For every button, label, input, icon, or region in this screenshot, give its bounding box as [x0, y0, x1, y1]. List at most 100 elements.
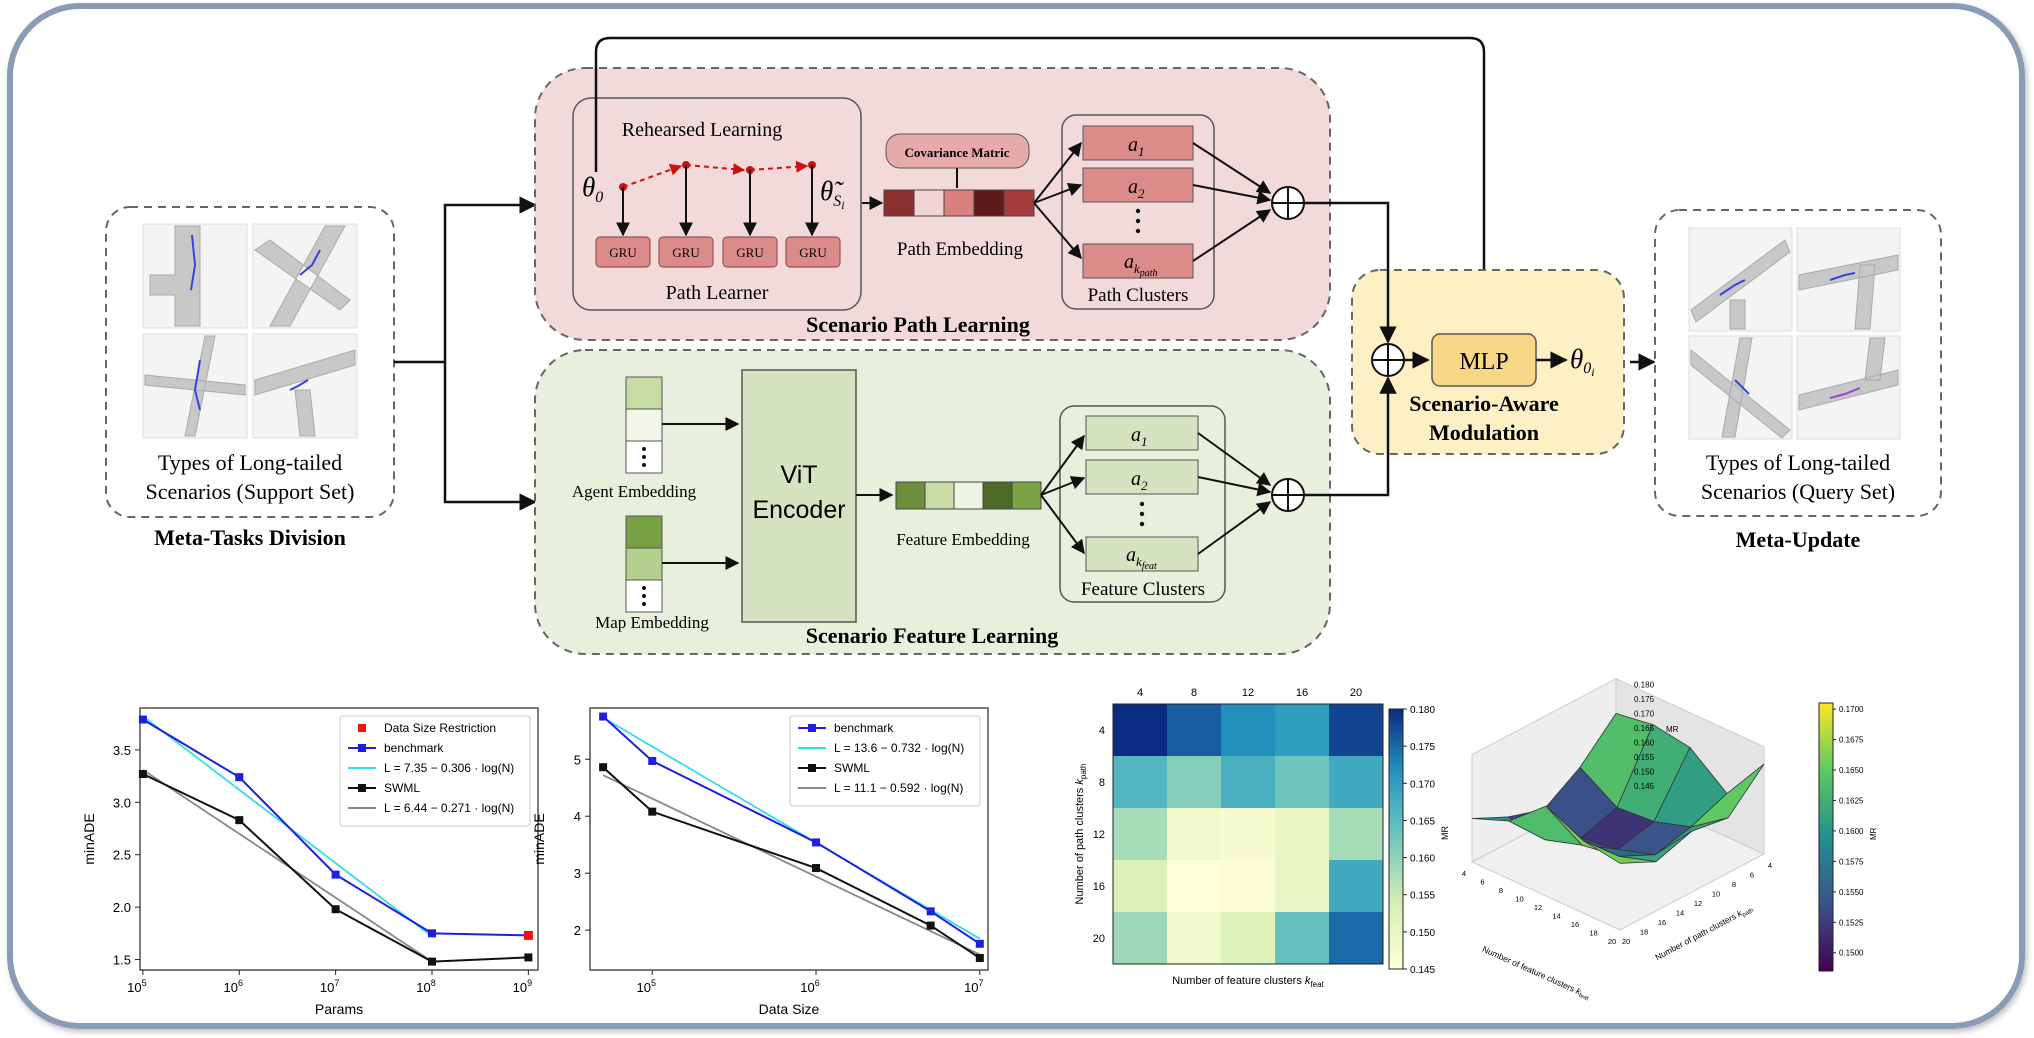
path-cluster-1: a1	[1128, 134, 1145, 159]
meta-update-panel: Types of Long-tailed Scenarios (Query Se…	[1654, 209, 1942, 552]
legend-box	[789, 715, 981, 807]
colorbar-tick-label: 0.180	[1410, 705, 1435, 716]
scenario-thumbnails-support	[142, 223, 358, 439]
gru-2: GRU	[672, 245, 700, 260]
surface-x-tick: 12	[1534, 903, 1542, 912]
feature-embedding-label: Feature Embedding	[896, 530, 1030, 549]
series-point	[331, 905, 340, 914]
path-cluster-k: akpath	[1124, 251, 1158, 279]
surface-patch	[1582, 840, 1657, 864]
surface-z-tick: 0.175	[1634, 695, 1655, 704]
surface-colorbar-tick: 0.1550	[1839, 888, 1864, 897]
heatmap-cell	[1221, 912, 1275, 964]
restriction-point	[523, 930, 533, 940]
colorbar-tick-label: 0.170	[1410, 779, 1435, 790]
colorbar-tick-label: 0.150	[1410, 928, 1435, 939]
heatmap-cell	[1167, 704, 1221, 756]
feature-cluster-k: akfeat	[1126, 544, 1157, 572]
legend-marker	[358, 784, 366, 792]
series-point	[599, 712, 608, 721]
fit-line	[602, 716, 981, 940]
surface-x-tick: 20	[1608, 937, 1616, 946]
heatmap-y-tick: 12	[1093, 829, 1105, 841]
legend-label: L = 6.44 − 0.271 · log(N)	[384, 801, 514, 815]
y-tick-label: 4	[574, 809, 581, 824]
surface-y-tick: 6	[1750, 871, 1754, 880]
feature-cluster-2: a2	[1131, 468, 1148, 493]
heatmap-cell	[1113, 912, 1167, 964]
legend-label: L = 11.1 − 0.592 · log(N)	[834, 781, 963, 795]
surface-colorbar-tick: 0.1675	[1839, 736, 1864, 745]
modulation-title-1: Scenario-Aware	[1409, 391, 1559, 416]
legend-marker	[358, 744, 366, 752]
surface-colorbar-tick: 0.1575	[1839, 857, 1864, 866]
surface-x-tick: 10	[1515, 895, 1523, 904]
heatmap-cell	[1167, 860, 1221, 912]
covariance-label: Covariance Matric	[904, 145, 1009, 160]
feature-sum-icon	[1271, 478, 1305, 512]
feature-clusters-box	[1059, 405, 1226, 603]
legend-label: L = 13.6 − 0.732 · log(N)	[834, 741, 964, 755]
colorbar-tick-label: 0.155	[1410, 891, 1435, 902]
query-set-label-2: Scenarios (Query Set)	[1701, 479, 1895, 504]
colorbar-tick-label: 0.145	[1410, 965, 1435, 976]
x-axis-label: Data Size	[759, 1001, 820, 1017]
y-tick-label: 1.5	[113, 953, 131, 968]
surface-y-tick: 20	[1622, 937, 1630, 946]
surface-z-tick: 0.160	[1634, 739, 1655, 748]
y-tick-label: 2	[574, 923, 581, 938]
feature-learning-panel: Agent Embedding Map Embedding ViT Encode…	[534, 349, 1331, 655]
feature-learning-title: Scenario Feature Learning	[806, 623, 1059, 648]
split-connector	[394, 196, 537, 511]
heatmap-cell	[1167, 756, 1221, 808]
feature-cluster-1: a1	[1131, 424, 1148, 449]
surface-y-tick: 12	[1694, 899, 1702, 908]
path-learning-title: Scenario Path Learning	[806, 312, 1030, 337]
heatmap-cell	[1275, 808, 1329, 860]
surface-colorbar-tick: 0.1500	[1839, 949, 1864, 958]
surface-x-tick: 6	[1480, 878, 1484, 887]
series-point	[926, 921, 935, 930]
surface-colorbar-tick: 0.1525	[1839, 918, 1864, 927]
rehearsed-learning-label: Rehearsed Learning	[622, 119, 782, 141]
y-axis-label: minADE	[81, 813, 97, 864]
y-tick-label: 3.0	[113, 795, 131, 810]
meta-tasks-title: Meta-Tasks Division	[154, 525, 346, 550]
legend-marker	[358, 724, 366, 732]
surface-z-tick: 0.155	[1634, 753, 1655, 762]
path-clusters-box	[1061, 114, 1215, 310]
heatmap-cell	[1221, 860, 1275, 912]
heatmap-cell	[1275, 912, 1329, 964]
path-embedding-vector	[883, 189, 1035, 217]
colorbar-label: MR	[1440, 826, 1450, 840]
series-point	[427, 957, 436, 966]
heatmap-cell	[1221, 704, 1275, 756]
path-learning-panel: Rehearsed Learning θ0 θ̃Si GRU GRU GRU G…	[534, 67, 1331, 341]
encoder-label: Encoder	[752, 496, 845, 524]
mlp-label: MLP	[1459, 349, 1508, 375]
path-cluster-2: a2	[1128, 176, 1145, 201]
heatmap-cell	[1167, 808, 1221, 860]
heatmap-cell	[1167, 912, 1221, 964]
gru-1: GRU	[609, 245, 637, 260]
theta0-skip-arrow	[594, 36, 1493, 332]
surface-colorbar-tick: 0.1650	[1839, 766, 1864, 775]
meta-tasks-panel: Types of Long-tailed Scenarios (Support …	[105, 206, 395, 550]
series-point	[812, 864, 821, 873]
gru-3: GRU	[736, 245, 764, 260]
x-axis-label: Params	[315, 1001, 363, 1017]
surface-x-tick: 18	[1589, 929, 1597, 938]
heatmap-colorbar	[1388, 708, 1404, 970]
scenario-thumbnails-query	[1688, 227, 1901, 440]
theta-output-label: θ0i	[1570, 344, 1595, 379]
modulation-sum-icon	[1371, 343, 1405, 377]
meta-update-title: Meta-Update	[1736, 527, 1861, 552]
feature-cluster-cells: a1 a2 akfeat	[1085, 415, 1199, 572]
surface-colorbar	[1818, 702, 1834, 972]
query-set-label-1: Types of Long-tailed	[1706, 450, 1890, 475]
modulation-title-2: Modulation	[1429, 420, 1539, 445]
surface-y-tick: 10	[1712, 890, 1720, 899]
heatmap-x-tick: 4	[1137, 687, 1143, 699]
surface-z-tick: 0.180	[1634, 681, 1655, 690]
